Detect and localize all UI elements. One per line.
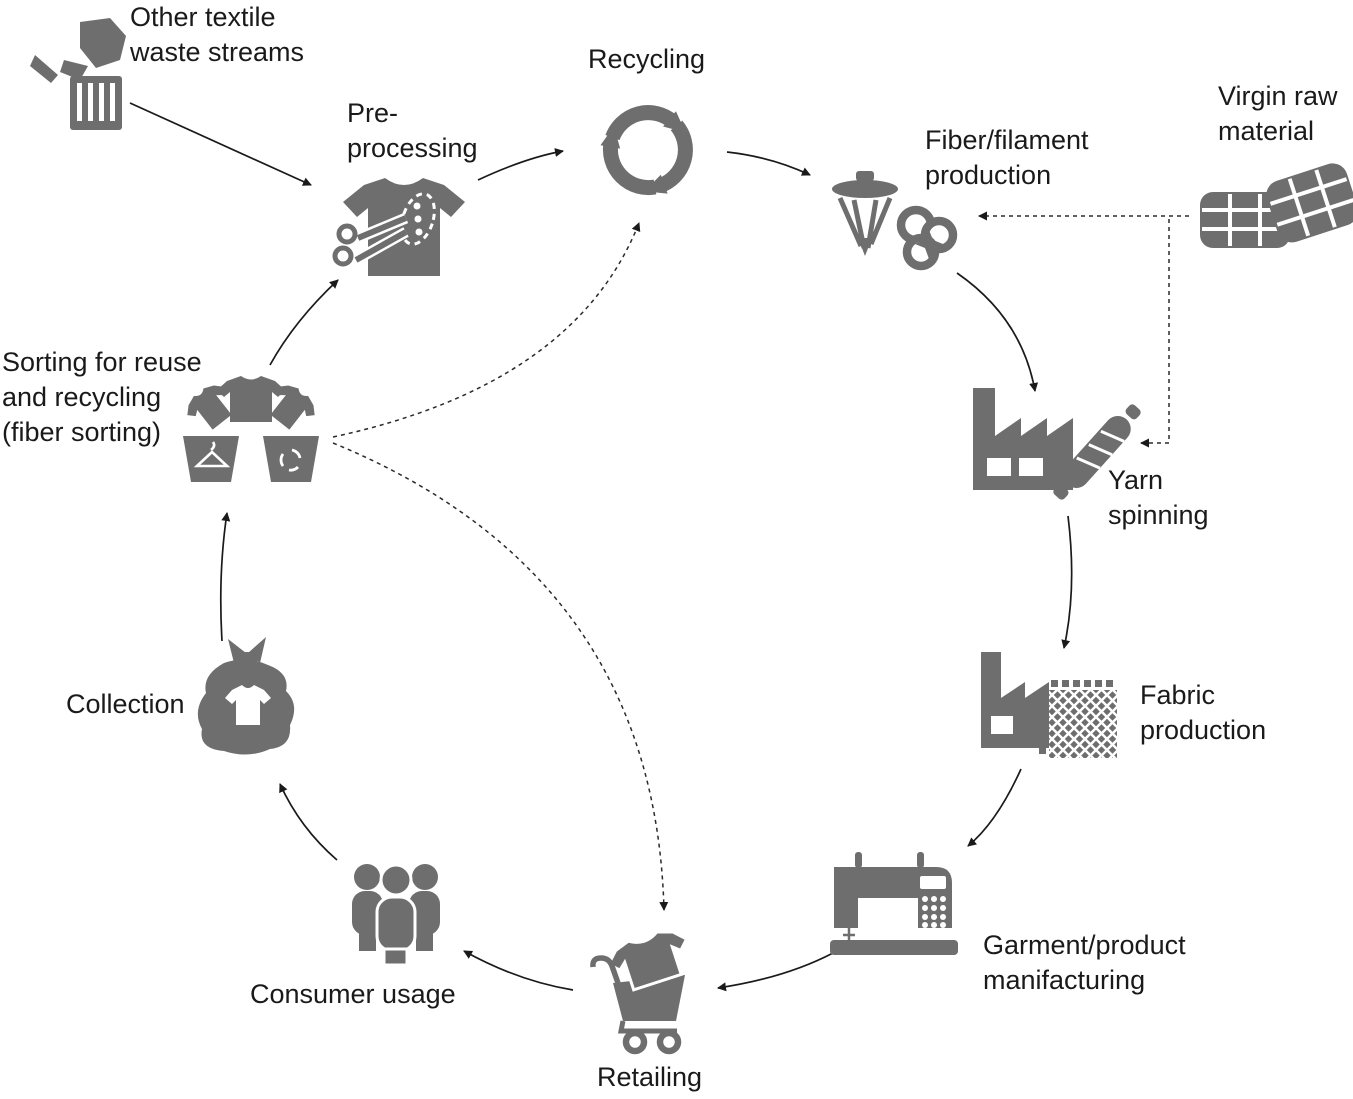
arrow-yarn-to-fabric xyxy=(1061,515,1073,649)
recycling-label: Recycling xyxy=(588,44,706,74)
arrow-fabric-to-garment xyxy=(967,768,1022,847)
trash-bin-with-textiles-icon xyxy=(30,18,126,130)
factory-with-fabric-swatch-icon xyxy=(981,652,1117,758)
dashed-arrow-sorting-to-retailing xyxy=(332,442,669,911)
shopping-cart-with-tshirt-icon xyxy=(590,930,689,1055)
fabric-production-label: Fabric production xyxy=(1140,680,1267,745)
arrow-consumer-to-collection xyxy=(279,783,338,861)
collection-label: Collection xyxy=(66,689,185,719)
arrow-retailing-to-consumer xyxy=(463,950,574,991)
yarn-spinning-label: Yarn spinning xyxy=(1108,465,1209,530)
virgin-raw-label: Virgin raw material xyxy=(1218,81,1338,146)
arrow-fiber-to-yarn xyxy=(956,272,1039,392)
garbage-bag-with-tshirt-icon xyxy=(197,637,295,755)
sewing-machine-icon xyxy=(830,852,958,955)
other-waste-label: Other textile waste streams xyxy=(130,2,305,67)
preprocessing-label: Pre- processing xyxy=(347,98,478,163)
factory-with-yarn-bobbin-icon xyxy=(973,388,1141,500)
consumer-usage-label: Consumer usage xyxy=(250,979,456,1009)
dashed-arrow-virgin-to-yarn xyxy=(1140,219,1170,448)
arrow-collection-to-sorting xyxy=(219,512,231,642)
spindle-and-cotton-boll-icon xyxy=(832,171,958,271)
material-bales-icon xyxy=(1200,163,1353,248)
garment-manufacturing-label: Garment/product manifacturing xyxy=(983,930,1186,995)
arrow-waste-to-preprocessing xyxy=(129,102,312,186)
recycle-arrows-icon xyxy=(587,86,709,211)
sorting-baskets-reuse-recycle-icon xyxy=(183,376,319,482)
fiber-production-label: Fiber/filament production xyxy=(925,125,1089,190)
retailing-label: Retailing xyxy=(597,1062,703,1092)
sorting-label: Sorting for reuse and recycling (fiber s… xyxy=(2,347,202,447)
arrow-sorting-to-preprocessing xyxy=(269,279,339,366)
arrow-preprocessing-to-recycling xyxy=(477,148,564,181)
tshirt-with-scissors-icon xyxy=(332,178,465,276)
arrow-garment-to-retailing xyxy=(717,952,834,992)
arrow-recycling-to-fiber xyxy=(726,151,811,176)
people-group-icon xyxy=(352,863,440,967)
